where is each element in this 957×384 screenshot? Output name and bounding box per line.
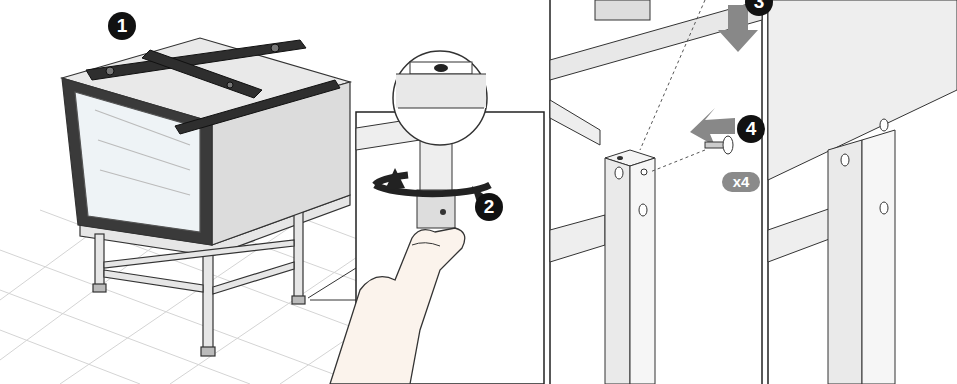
foot-detail xyxy=(330,112,544,384)
screw-detail xyxy=(550,0,762,384)
spirit-level xyxy=(86,40,340,134)
oven xyxy=(62,38,350,245)
leader-line xyxy=(308,268,356,300)
callout-number: 1 xyxy=(108,12,136,40)
assembled-detail xyxy=(768,0,957,384)
level-magnifier xyxy=(393,51,487,145)
quantity-badge: x4 xyxy=(722,172,760,192)
callout-number: 4 xyxy=(737,115,765,143)
callout-number: 2 xyxy=(475,193,503,221)
